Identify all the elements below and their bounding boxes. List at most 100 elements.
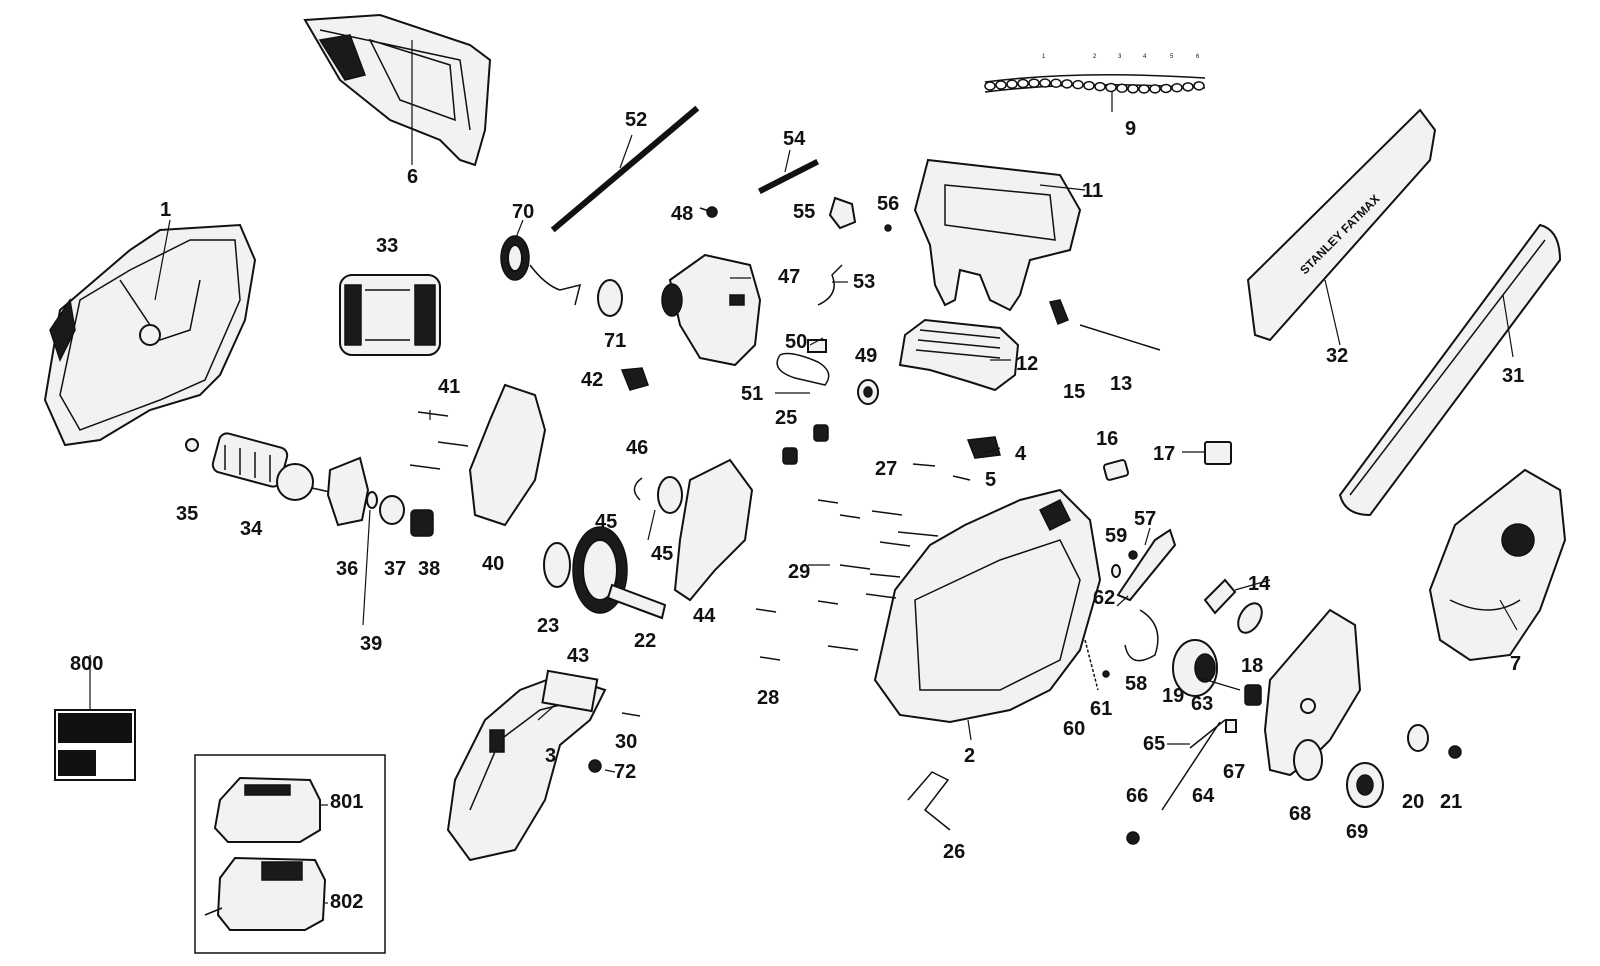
spring-60-part: [1084, 639, 1099, 691]
pad-14-part: [1203, 578, 1237, 615]
part-label-3: 3: [545, 745, 556, 767]
part-label-21: 21: [1440, 791, 1462, 813]
lever-57-part: [1116, 528, 1177, 602]
seal-49-part: [857, 379, 879, 405]
bar-cover-32-part: STANLEY FATMAX: [1246, 108, 1437, 342]
chain-link: [1127, 84, 1139, 94]
chain-link: [1182, 82, 1194, 92]
part-label-68: 68: [1289, 803, 1311, 825]
part-label-15: 15: [1063, 381, 1085, 403]
sprocket-19-part: [1172, 639, 1218, 697]
screw-27-part: [912, 463, 936, 467]
washer-23-part: [543, 542, 571, 588]
part-label-37: 37: [384, 558, 406, 580]
oil-tank-47-part: [661, 253, 762, 367]
gear-cover-44-part: [673, 458, 754, 602]
rod-64-part: [1161, 721, 1221, 811]
part-label-802: 802: [330, 891, 363, 913]
part-label-47: 47: [778, 266, 800, 288]
part-label-31: 31: [1502, 365, 1524, 387]
part-label-69: 69: [1346, 821, 1368, 843]
part-label-54: 54: [783, 128, 806, 150]
chain-link: [1050, 78, 1062, 89]
part-label-32: 32: [1326, 345, 1348, 367]
rod-54-part: [757, 158, 820, 195]
part-label-44: 44: [693, 605, 716, 627]
part-label-14: 14: [1248, 573, 1271, 595]
chain-cover-7-part: [1428, 468, 1567, 662]
gear-plate-40-part: [468, 383, 547, 527]
clip-42-part: [620, 367, 649, 391]
chain-link: [1061, 79, 1073, 89]
link-18-part: [1237, 602, 1263, 634]
chain-link: [1138, 84, 1150, 94]
part-label-57: 57: [1134, 508, 1156, 530]
part-label-63: 63: [1191, 693, 1213, 715]
part-label-11: 11: [1082, 180, 1103, 202]
part-label-55: 55: [793, 201, 815, 223]
clip-26-part: [907, 771, 951, 831]
screws-41-part: [409, 411, 469, 470]
part-label-45a: 45: [595, 511, 617, 533]
part-label-18: 18: [1241, 655, 1263, 677]
part-label-41: 41: [438, 376, 460, 398]
washer-39-part: [366, 491, 378, 509]
sprocket-nut-69-part: [1346, 762, 1384, 808]
chain-link: [1094, 81, 1106, 92]
main-housing-2-part: [873, 488, 1102, 724]
circlip-46-part: [633, 477, 643, 501]
part-label-23: 23: [537, 615, 559, 637]
spring-5-part: [952, 475, 971, 481]
oiler-4-part: [966, 436, 1001, 459]
chain-callout: 3: [1118, 54, 1122, 60]
hose-51-part: [776, 352, 830, 386]
oring-71-part: [597, 279, 623, 317]
armature-part: [185, 432, 331, 501]
charger-802-part: [204, 856, 327, 931]
part-label-53: 53: [853, 271, 875, 293]
saw-chain-part: 1 2 3 4 5 6: [984, 54, 1206, 112]
chain-callout: 4: [1143, 54, 1147, 60]
fitting-55-part: [828, 196, 857, 230]
chain-link: [984, 81, 996, 91]
part-label-58: 58: [1125, 673, 1147, 695]
part-label-39: 39: [360, 633, 382, 655]
chain-link: [1028, 78, 1040, 88]
part-label-7: 7: [1510, 653, 1521, 675]
part-label-64: 64: [1192, 785, 1215, 807]
part-label-65: 65: [1143, 733, 1165, 755]
pinion-38-part: [410, 509, 434, 537]
clip-15-part: [1048, 299, 1069, 325]
part-label-70: 70: [512, 201, 534, 223]
chain-link: [1006, 79, 1018, 89]
block-16-part: [1102, 459, 1130, 481]
part-label-35: 35: [176, 503, 198, 525]
chain-link: [995, 80, 1007, 90]
part-label-72: 72: [614, 761, 636, 783]
chain-link: [1116, 83, 1128, 94]
washer-67-part: [1225, 719, 1237, 733]
part-label-52: 52: [625, 109, 647, 131]
bearing-45-part: [657, 476, 683, 514]
part-label-67: 67: [1223, 761, 1245, 783]
chain-link: [1160, 83, 1172, 94]
part-label-2: 2: [964, 745, 975, 767]
part-label-22: 22: [634, 630, 656, 652]
motor-part: [339, 274, 441, 356]
pin-56-part: [884, 224, 892, 232]
part-label-46: 46: [626, 437, 648, 459]
part-label-6: 6: [407, 166, 418, 188]
guide-bar-31-part: [1338, 223, 1562, 517]
part-label-59: 59: [1105, 525, 1127, 547]
spring-70-part: [500, 235, 582, 306]
part-label-27: 27: [875, 458, 897, 480]
screw-48-part: [699, 206, 718, 218]
nut-21-part: [1448, 745, 1462, 759]
part-label-43: 43: [567, 645, 589, 667]
chain-link: [1149, 84, 1161, 94]
part-label-45b: 45: [651, 543, 673, 565]
plate-36-part: [326, 456, 370, 527]
part-label-51: 51: [741, 383, 763, 405]
screw-28-part: [755, 608, 781, 661]
